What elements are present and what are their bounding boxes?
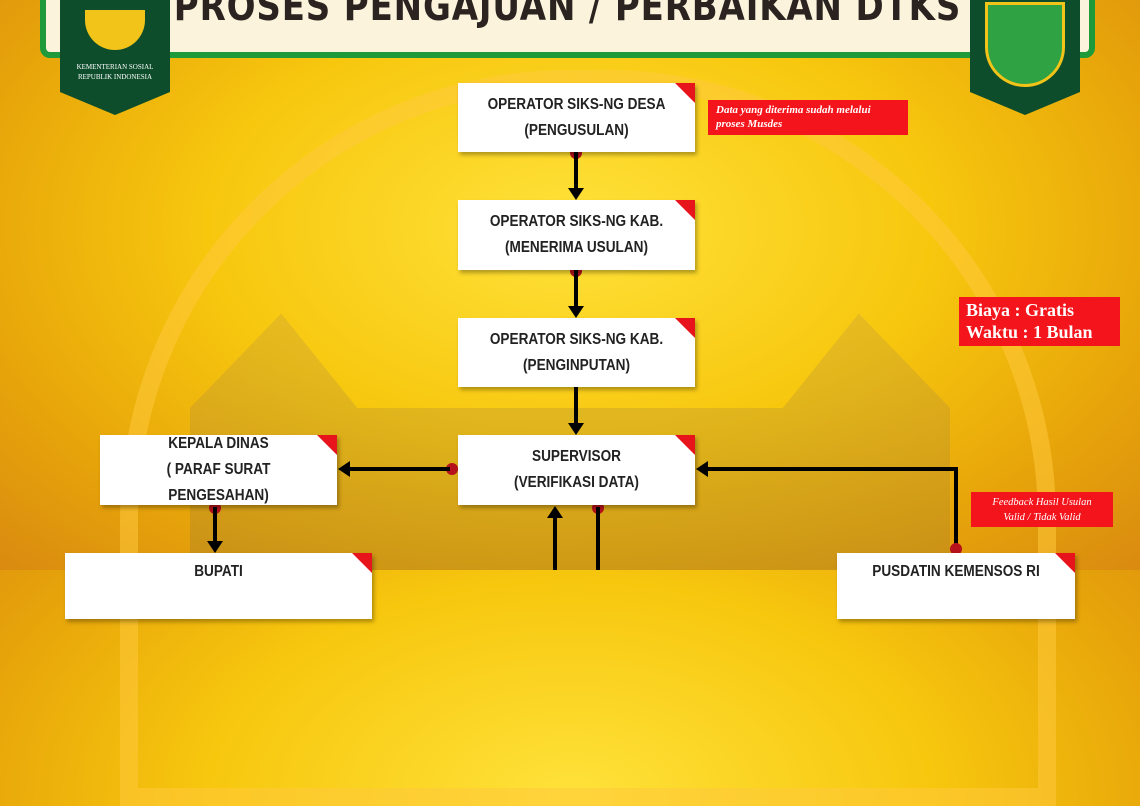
arrow-down-icon: [207, 541, 223, 553]
step-subtitle: (PENGUSULAN): [524, 121, 629, 139]
connector-line: [954, 467, 958, 551]
regency-logo: [970, 0, 1080, 115]
arrow-down-icon: [568, 188, 584, 200]
connector-line: [350, 467, 450, 471]
title-banner: PROSES PENGAJUAN / PERBAIKAN DTKS: [40, 0, 1095, 58]
step-operator-desa: OPERATOR SIKS-NG DESA (PENGUSULAN): [458, 83, 695, 152]
logo-text: KEMENTERIAN SOSIAL: [76, 63, 154, 71]
step-title: SUPERVISOR: [532, 448, 621, 465]
connector-line: [213, 507, 217, 541]
note-text: Feedback Hasil Usulan: [992, 497, 1092, 508]
step-title: OPERATOR SIKS-NG KAB.: [489, 330, 664, 348]
note-musdes: Data yang diterima sudah melalui proses M…: [708, 100, 908, 135]
logo-text: REPUBLIK INDONESIA: [77, 73, 153, 81]
cost-text: Biaya : Gratis: [966, 300, 1074, 320]
connector-line: [574, 270, 578, 306]
note-text: proses Musdes: [716, 118, 783, 130]
arrow-down-icon: [568, 306, 584, 318]
arrow-left-icon: [338, 461, 350, 477]
kemensos-logo: KEMENTERIAN SOSIAL REPUBLIK INDONESIA: [60, 0, 170, 115]
arrow-down-icon: [568, 423, 584, 435]
note-text: Valid / Tidak Valid: [1003, 512, 1081, 523]
connector-dot: [950, 543, 962, 555]
step-title: BUPATI: [194, 563, 243, 580]
step-operator-kab-input: OPERATOR SIKS-NG KAB. (PENGINPUTAN): [458, 318, 695, 387]
connector-line: [574, 387, 578, 423]
step-operator-kab-terima: OPERATOR SIKS-NG KAB. (MENERIMA USULAN): [458, 200, 695, 270]
arrow-up-icon: [547, 506, 563, 518]
connector-dot: [446, 463, 458, 475]
arrow-left-icon: [696, 461, 708, 477]
page-title: PROSES PENGAJUAN / PERBAIKAN DTKS: [173, 0, 962, 30]
duration-text: Waktu : 1 Bulan: [966, 322, 1093, 342]
connector-line: [574, 152, 578, 188]
step-title: OPERATOR SIKS-NG KAB.: [489, 213, 664, 230]
step-title: PUSDATIN KEMENSOS RI: [872, 563, 1040, 580]
step-pusdatin: PUSDATIN KEMENSOS RI: [837, 553, 1075, 619]
step-title: OPERATOR SIKS-NG DESA: [487, 95, 666, 113]
regency-emblem-icon: [985, 2, 1065, 87]
note-text: Data yang diterima sudah melalui: [716, 104, 871, 116]
step-subtitle: (MENERIMA USULAN): [504, 239, 649, 256]
step-subtitle: (VERIFIKASI DATA): [514, 474, 639, 491]
connector-line: [553, 518, 557, 570]
kemensos-emblem-icon: [85, 10, 145, 50]
step-supervisor: SUPERVISOR (VERIFIKASI DATA): [458, 435, 695, 505]
connector-line: [596, 507, 600, 570]
step-bupati: BUPATI: [65, 553, 372, 619]
step-subtitle: ( PARAF SURAT PENGESAHAN): [166, 461, 271, 504]
step-title: KEPALA DINAS: [168, 435, 269, 452]
connector-line: [708, 467, 958, 471]
step-subtitle: (PENGINPUTAN): [522, 356, 631, 374]
step-kepala-dinas: KEPALA DINAS ( PARAF SURAT PENGESAHAN): [100, 435, 337, 505]
